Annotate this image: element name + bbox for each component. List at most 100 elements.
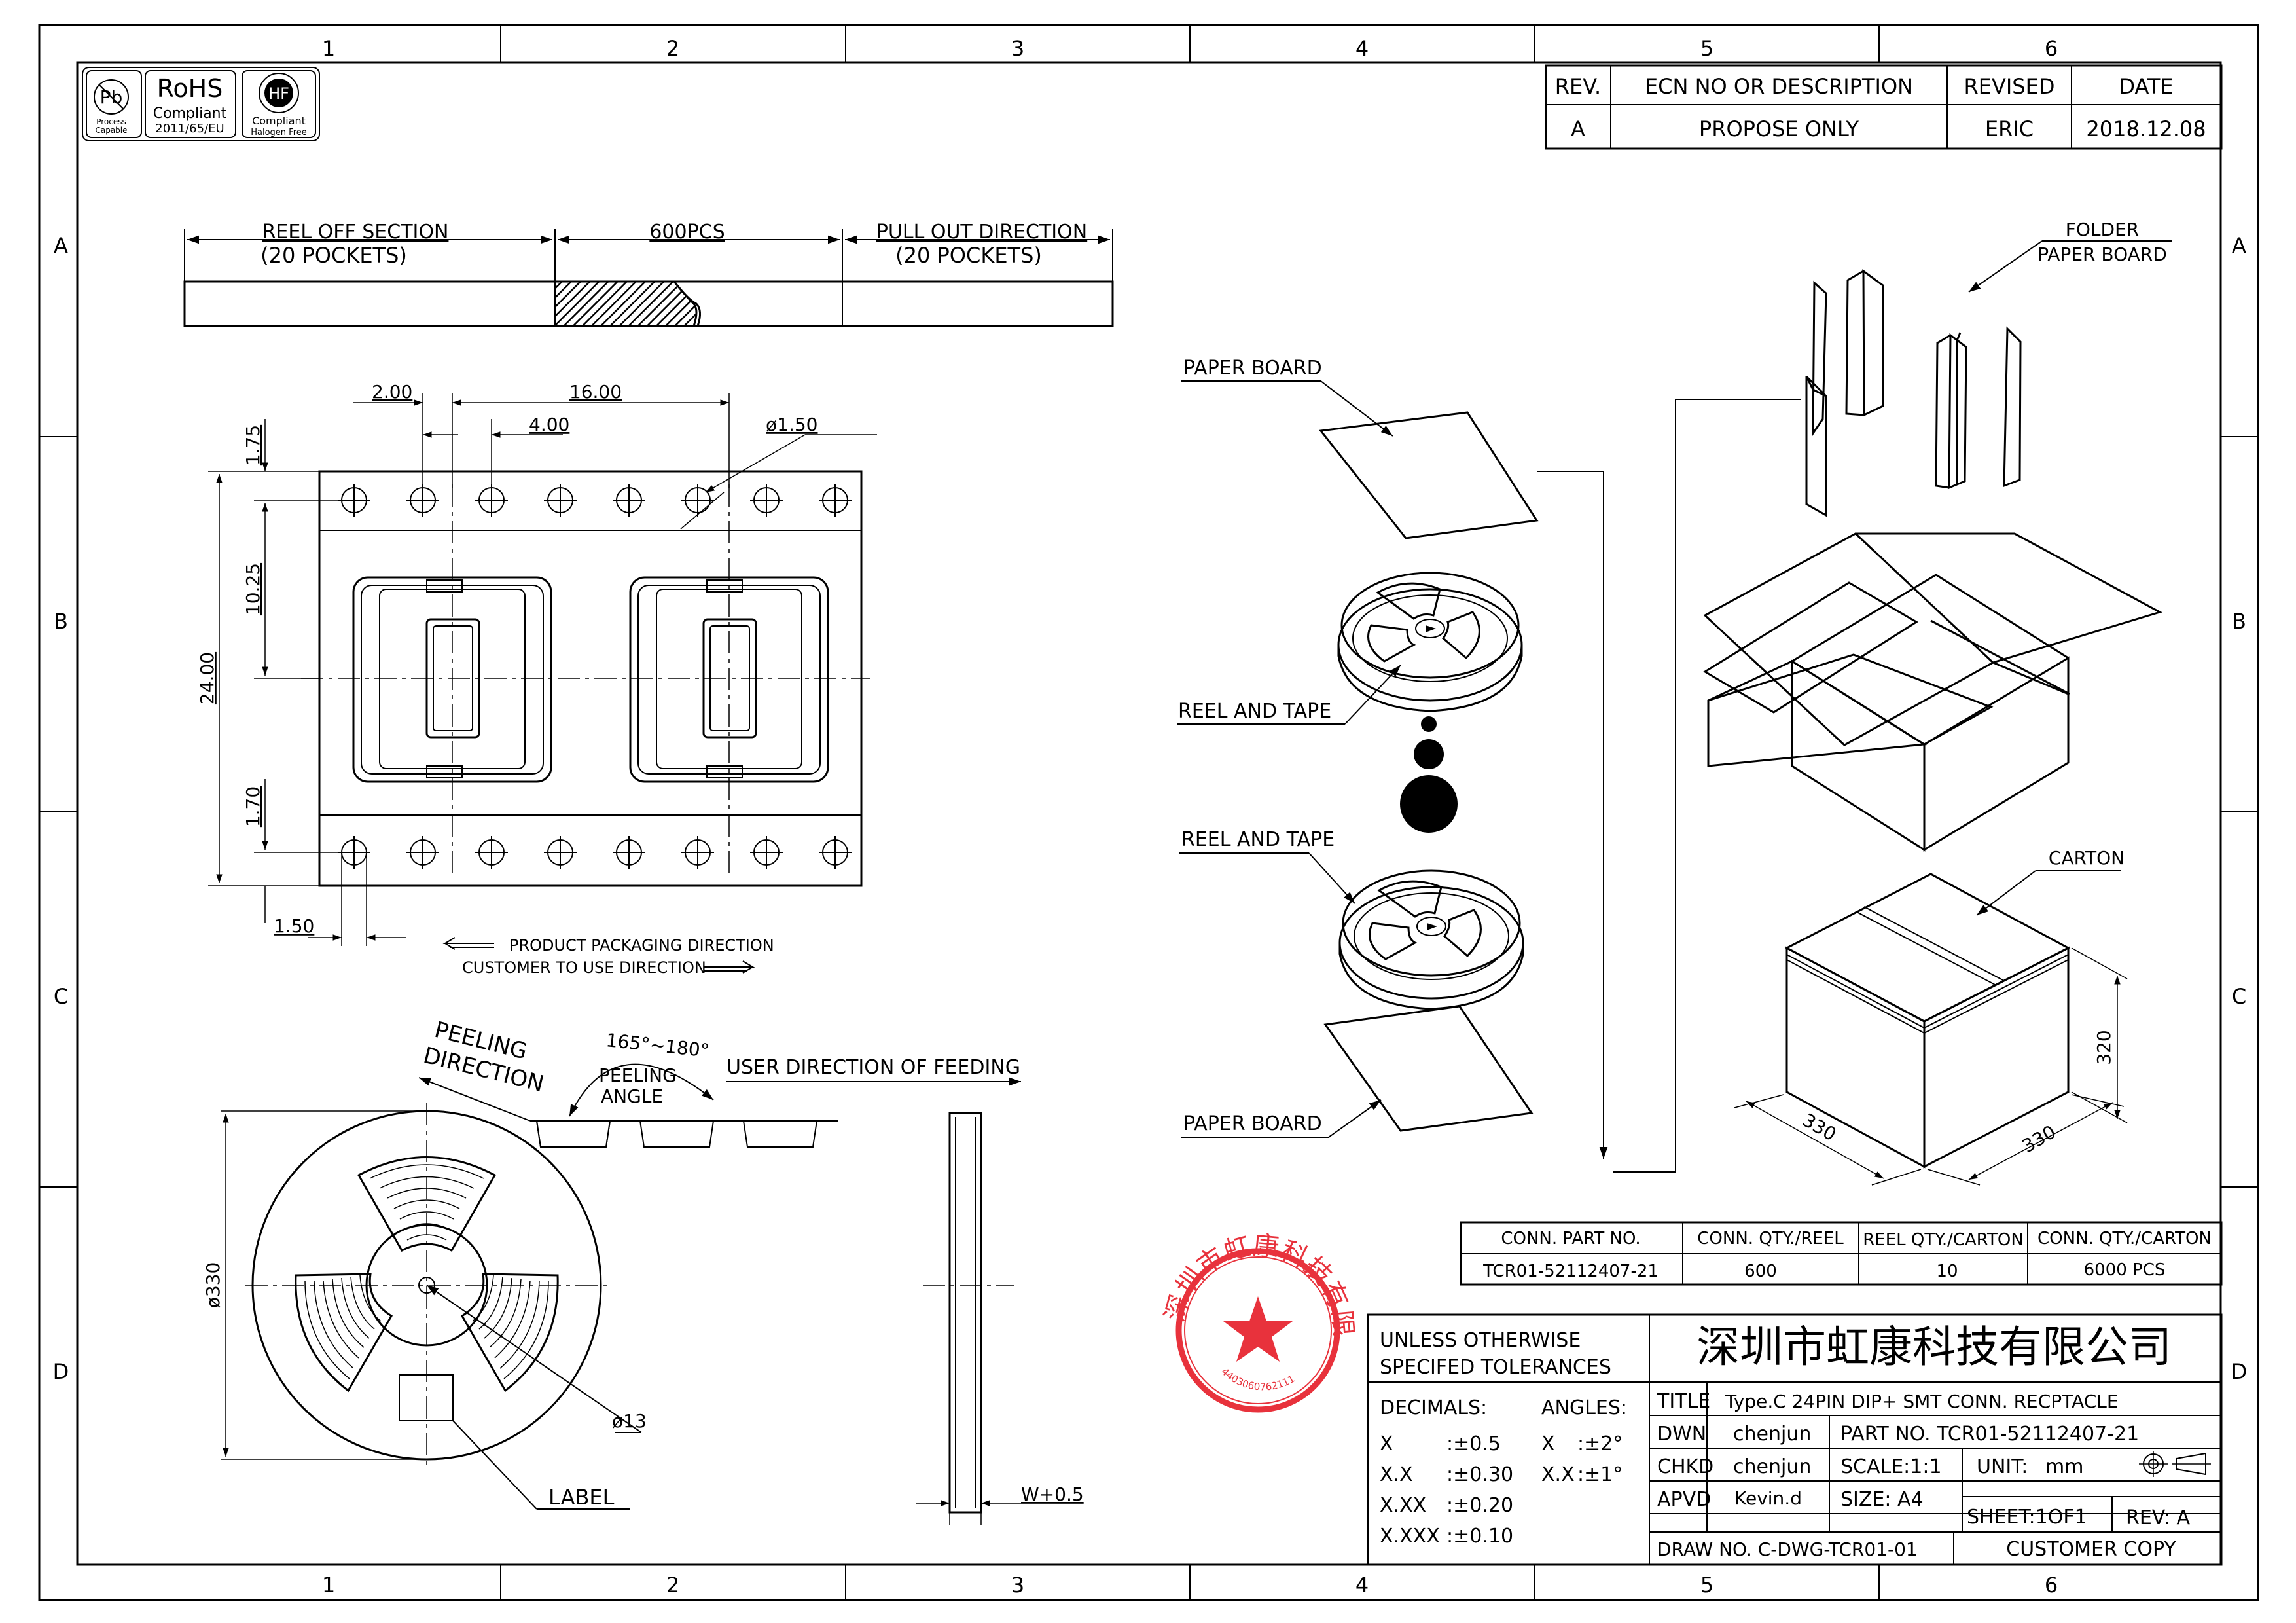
sprocket-holes-bottom [338, 836, 852, 869]
qty-value-per-reel: 600 [1744, 1262, 1777, 1281]
zone-top-2: 2 [666, 36, 679, 61]
product-direction-arrow [442, 937, 494, 950]
qty-header-reels-per-carton: REEL QTY./CARTON [1863, 1230, 2024, 1250]
reel-off-section-sub: (20 POCKETS) [260, 243, 407, 268]
title-label: TITLE [1657, 1390, 1710, 1413]
qty-value-per-carton: 6000 PCS [2084, 1260, 2166, 1280]
compliance-badges: Pb Process Capable RoHS Compliant 2011/6… [82, 67, 320, 141]
reel-and-tape-bottom-label: REEL AND TAPE [1181, 828, 1335, 851]
paper-board-top [1319, 411, 1539, 539]
title-block: UNLESS OTHERWISE SPECIFED TOLERANCES 深圳市… [1367, 1313, 2223, 1566]
quantity-table: CONN. PART NO. CONN. QTY./REEL REEL QTY.… [1460, 1221, 2223, 1286]
packaging-diagram: PAPER BOARD REEL AND TAPE REEL AND TAPE … [1177, 219, 2172, 1186]
zone-top-5: 5 [1700, 36, 1713, 61]
zone-bottom-5: 5 [1700, 1573, 1713, 1597]
lead-free-line1: Process [96, 117, 126, 126]
reel-window-left [295, 1273, 393, 1393]
reel-off-section-title: REEL OFF SECTION [262, 221, 449, 244]
rev-header-date: DATE [2119, 74, 2173, 99]
pull-out-section-title: PULL OUT DIRECTION [876, 221, 1087, 244]
zone-left-c: C [54, 984, 68, 1009]
ang-key-2: X.X [1541, 1463, 1575, 1486]
chkd-name: chenjun [1733, 1455, 1811, 1478]
zone-top-3: 3 [1011, 36, 1024, 61]
rohs-badge: RoHS Compliant 2011/65/EU [145, 70, 236, 138]
dec-key-1: X [1380, 1432, 1393, 1455]
angles-label: ANGLES: [1541, 1396, 1627, 1419]
quantity-section-title: 600PCS [649, 221, 725, 244]
peeling-angle-value: 165°~180° [605, 1029, 710, 1061]
zone-left-a: A [54, 233, 68, 258]
dwn-label: DWN [1657, 1423, 1706, 1446]
scale: SCALE:1:1 [1840, 1455, 1942, 1478]
rev-value-revised: ERIC [1985, 117, 2034, 141]
zone-top-1: 1 [322, 36, 335, 61]
zone-bottom-3: 3 [1011, 1573, 1024, 1597]
title-value: Type.C 24PIN DIP+ SMT CONN. RECPTACLE [1725, 1391, 2119, 1412]
dec-val-2: :±0.30 [1446, 1463, 1513, 1486]
peeling-angle-label1: PEELING [599, 1065, 677, 1086]
ang-val-1: :±2° [1577, 1432, 1623, 1455]
apvd-name: Kevin.d [1734, 1487, 1802, 1509]
zone-right-d: D [2231, 1359, 2248, 1384]
zone-bottom-4: 4 [1355, 1573, 1369, 1597]
reel-label-area [399, 1374, 454, 1421]
zone-bottom-2: 2 [666, 1573, 679, 1597]
reel-strip-diagram: REEL OFF SECTION (20 POCKETS) 600PCS PUL… [183, 221, 1114, 327]
carton-label: CARTON [2049, 847, 2125, 869]
customer-direction-label: CUSTOMER TO USE DIRECTION [462, 958, 706, 977]
drawing-frame: 1 2 3 4 5 6 1 2 3 4 5 6 A B C D A B C D [38, 24, 2259, 1601]
dim-hole-diameter: ø1.50 [766, 414, 817, 435]
dwn-name: chenjun [1733, 1423, 1811, 1446]
reel-and-tape-top-label: REEL AND TAPE [1178, 700, 1331, 723]
paper-board-top-label: PAPER BOARD [1183, 357, 1322, 380]
unit-value: mm [2045, 1455, 2083, 1478]
pull-out-section-sub: (20 POCKETS) [895, 243, 1042, 268]
paper-board-bottom [1323, 1005, 1534, 1132]
qty-value-part: TCR01-52112407-21 [1482, 1262, 1659, 1281]
dim-hole-bottom: 1.50 [274, 915, 314, 937]
carton-depth-dim: 330 [1799, 1109, 1840, 1145]
dec-key-4: X.XXX [1380, 1525, 1440, 1548]
lead-free-line2: Capable [95, 126, 127, 135]
folder-paper-boards [1805, 269, 2022, 517]
reel-front-view: ø330 ø13 LABEL [202, 1103, 647, 1510]
qty-header-per-reel: CONN. QTY./REEL [1697, 1229, 1844, 1249]
paper-size: SIZE: A4 [1840, 1488, 1924, 1511]
rohs-line1: Compliant [153, 105, 227, 122]
sheet-number: SHEET:1OF1 [1967, 1506, 2087, 1529]
reel-and-tape-bottom [1338, 869, 1524, 1010]
revision-table: REV. ECN NO OR DESCRIPTION REVISED DATE … [1545, 64, 2223, 150]
part-number: PART NO. TCR01-52112407-21 [1840, 1423, 2139, 1446]
carton-width-dim: 330 [2018, 1121, 2060, 1157]
customer-copy: CUSTOMER COPY [2006, 1538, 2176, 1561]
reel-width-dim: W+0.5 [1021, 1484, 1084, 1505]
folder-label-line2: PAPER BOARD [2037, 244, 2167, 265]
revision-label: REV: A [2126, 1506, 2191, 1529]
dim-hole-pitch: 2.00 [372, 381, 412, 403]
rev-header-rev: REV. [1555, 74, 1601, 99]
ang-key-1: X [1541, 1432, 1555, 1455]
qty-header-part: CONN. PART NO. [1501, 1229, 1640, 1249]
dec-key-2: X.X [1380, 1463, 1413, 1486]
company-name: 深圳市虹康科技有限公司 [1696, 1322, 2172, 1372]
dec-val-1: :±0.5 [1446, 1432, 1501, 1455]
zone-right-b: B [2232, 609, 2246, 634]
rev-header-revised: REVISED [1964, 74, 2055, 99]
apvd-label: APVD [1657, 1488, 1711, 1511]
zone-left-b: B [54, 609, 68, 634]
ang-val-2: :±1° [1577, 1463, 1623, 1486]
dim-edge-bottom: 1.70 [242, 786, 264, 827]
rohs-line2: 2011/65/EU [155, 122, 224, 136]
halogen-free-symbol: HF [268, 84, 289, 103]
zone-bottom-6: 6 [2045, 1573, 2058, 1597]
closed-carton [1784, 873, 2071, 1169]
reel-label-text: LABEL [548, 1485, 615, 1510]
dec-val-3: :±0.20 [1446, 1494, 1513, 1517]
halogen-free-line2: Halogen Free [251, 128, 307, 137]
tolerance-note-line1: UNLESS OTHERWISE [1380, 1329, 1581, 1352]
zone-top-4: 4 [1355, 36, 1369, 61]
dec-val-4: :±0.10 [1446, 1525, 1513, 1548]
rev-header-description: ECN NO OR DESCRIPTION [1645, 74, 1913, 99]
